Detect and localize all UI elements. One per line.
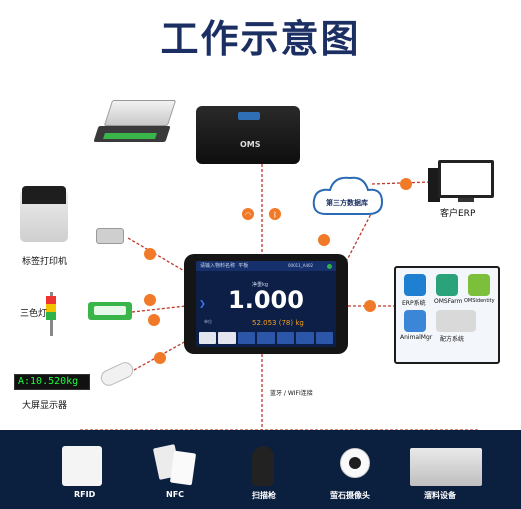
lamp-yellow: [46, 304, 56, 312]
oms-box-label: OMS: [240, 140, 261, 149]
bottom-label-nfc: NFC: [166, 490, 185, 499]
serial-connector-icon: [96, 228, 124, 244]
software-label-omsfarm: OMSFarm: [434, 298, 463, 305]
client-erp-label: 客户ERP: [440, 209, 476, 219]
lamp-red: [46, 296, 56, 304]
software-label-animalmgr: AnimalMgr: [400, 334, 433, 341]
pc-tower-icon: [428, 168, 440, 202]
omsfarm-icon: [436, 274, 458, 296]
bluetooth-glyph-icon: ᛒ: [273, 211, 277, 219]
tablet-button: [199, 332, 217, 344]
bottom-label-camera: 萤石摄像头: [330, 491, 370, 500]
big-display-readout: A:10.520kg: [14, 374, 90, 390]
wifi-glyph-icon: ◠: [245, 211, 251, 219]
line-lamp-to-tablet: [131, 305, 187, 313]
tablet-header-bar: [196, 261, 336, 271]
oms-logo-icon: [238, 112, 260, 120]
bottom-label-scanner: 扫描枪: [252, 491, 276, 500]
tablet-unit: 净重kg: [252, 282, 269, 288]
software-label-formula: 配方系统: [440, 336, 465, 343]
cloud-icon: [312, 176, 384, 215]
tablet-button: [276, 332, 295, 344]
label-printer-top: [22, 186, 66, 204]
tablet-button: [296, 332, 314, 344]
tablet-button: [257, 332, 275, 344]
camera-lens: [349, 457, 361, 469]
pc-stand: [458, 198, 474, 202]
tablet-button: [218, 332, 236, 344]
software-label-omsidentity: OMSIdentity: [464, 298, 495, 304]
tablet-sub-value: 52.053 (78) kg: [252, 319, 304, 327]
omsidentity-icon: [468, 274, 490, 296]
third-party-db-label: 第三方数据库: [326, 199, 368, 207]
formula-system-icon: [436, 310, 476, 332]
status-dot-icon: [327, 264, 332, 269]
big-display-label: 大屏显示器: [22, 401, 68, 411]
tablet-screen: 请输入物料名称 平板 00011_A402 净重kg 1.000 ❯ 单位 52…: [196, 261, 336, 347]
page-title: 工作示意图: [160, 17, 361, 61]
tricolor-lamp-label: 三色灯: [20, 309, 48, 319]
software-panel: ERP系统 OMSFarm OMSIdentity AnimalMgr 配方系统: [394, 266, 500, 364]
tablet-sub-left: 单位: [204, 319, 212, 324]
rfid-reader-icon: [62, 446, 102, 486]
weighing-platform-strip: [103, 133, 157, 139]
label-printer-label: 标签打印机: [22, 257, 68, 267]
tablet-button: [237, 332, 256, 344]
erp-system-icon: [404, 274, 426, 296]
lamp-green: [46, 312, 56, 320]
bottom-label-dispenser: 溜料设备: [424, 491, 456, 500]
tablet-button: [315, 332, 333, 344]
barcode-scanner-icon: [252, 446, 274, 486]
nfc-card-icon: [169, 450, 197, 486]
io-module-window: [94, 306, 126, 315]
tablet-header-right: 00011_A402: [288, 263, 314, 268]
tablet-weight-value: 1.000: [228, 286, 304, 314]
tablet-button-row: [199, 332, 333, 344]
line-tablet-to-cloud: [345, 211, 373, 263]
animalmgr-icon: [404, 310, 426, 332]
bluetooth-wifi-label: 蓝牙 / WIFI连接: [270, 390, 313, 397]
tablet-header-left: 请输入物料名称 平板: [200, 263, 249, 269]
weighing-platform: [103, 100, 177, 126]
bottom-label-rfid: RFID: [74, 490, 96, 499]
pc-screen: [441, 163, 491, 195]
software-label-erp: ERP系统: [402, 300, 426, 307]
line-printer-to-tablet: [127, 237, 187, 273]
chevron-right-icon: ❯: [199, 299, 206, 308]
dispensing-machine-icon: [410, 448, 482, 486]
